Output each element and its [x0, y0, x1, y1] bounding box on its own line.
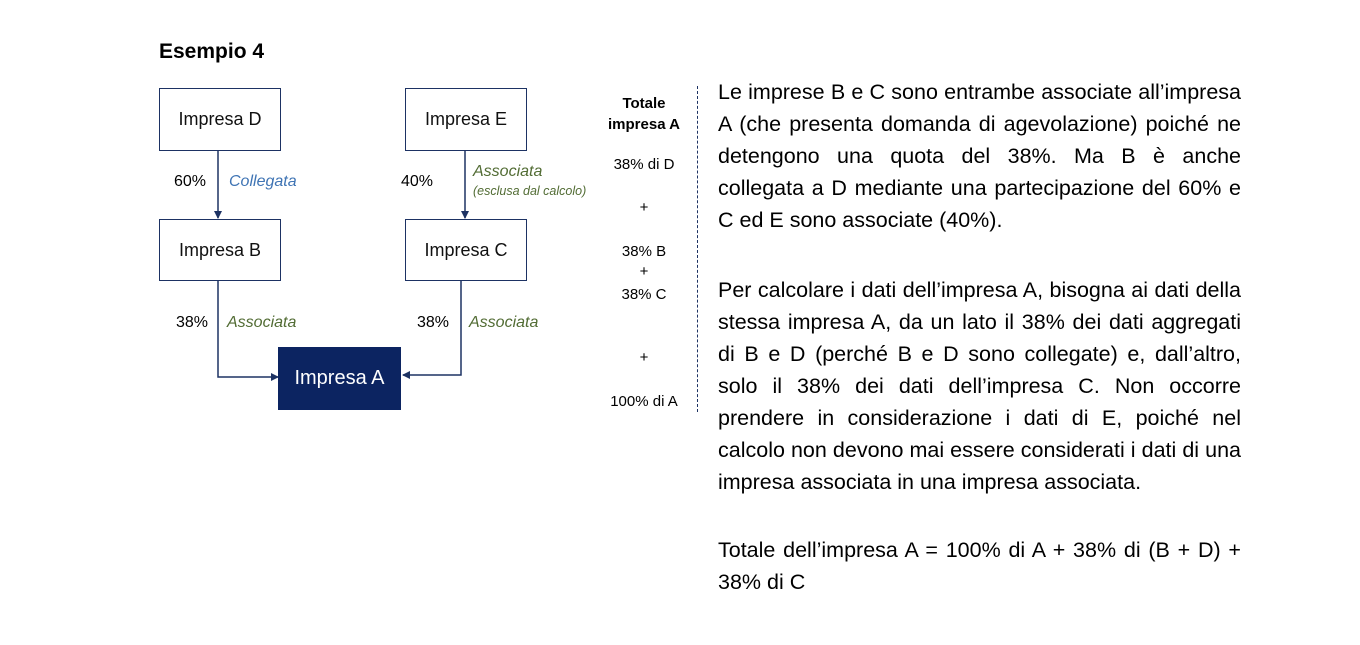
edge-d-b-percent: 60% — [174, 173, 207, 190]
edge-d-b-relation: Collegata — [229, 173, 297, 190]
box-impresa-c-label: Impresa C — [424, 239, 508, 260]
totale-header-line2: impresa A — [608, 116, 680, 133]
totale-row-d: 38% di D — [613, 156, 675, 173]
box-impresa-b-label: Impresa B — [178, 239, 262, 260]
totale-row-a: 100% di A — [610, 393, 678, 410]
box-impresa-e-label: Impresa E — [424, 109, 508, 129]
edge-e-c-note: (esclusa dal calcolo) — [473, 184, 587, 198]
edge-c-a-relation: Associata — [469, 314, 539, 331]
connector-lines — [214, 151, 469, 381]
explanation-paragraph-1: Le imprese B e C sono entrambe associate… — [718, 80, 1241, 232]
edge-e-c-relation: Associata — [473, 163, 543, 180]
explanation-paragraph-2: Per calcolare i dati dell’impresa A, bis… — [718, 278, 1241, 494]
total-formula: Totale dell’impresa A = 100% di A + 38% … — [718, 538, 1241, 594]
totale-plus-3: + — [639, 349, 649, 366]
totale-header-line1: Totale — [622, 95, 666, 112]
box-impresa-b: Impresa B — [159, 219, 281, 281]
totale-row-b: 38% B — [621, 243, 667, 260]
totale-plus-1: + — [639, 199, 649, 216]
box-impresa-a-label: Impresa A — [294, 367, 385, 389]
box-impresa-d-label: Impresa D — [178, 109, 262, 129]
edge-b-a-relation: Associata — [227, 314, 297, 331]
edge-b-a-percent: 38% — [176, 314, 209, 331]
dashed-divider — [697, 86, 698, 412]
box-impresa-e: Impresa E — [405, 88, 527, 151]
box-impresa-c: Impresa C — [405, 219, 527, 281]
edge-e-c-percent: 40% — [401, 173, 434, 190]
totale-plus-2: + — [639, 263, 649, 280]
arrow-c-to-a — [402, 281, 462, 379]
box-impresa-d: Impresa D — [159, 88, 281, 151]
edge-c-a-percent: 38% — [417, 314, 450, 331]
box-impresa-a: Impresa A — [278, 347, 401, 410]
example-title: Esempio 4 — [159, 40, 265, 63]
totale-row-c: 38% C — [621, 286, 667, 303]
arrow-b-to-a — [217, 281, 279, 381]
